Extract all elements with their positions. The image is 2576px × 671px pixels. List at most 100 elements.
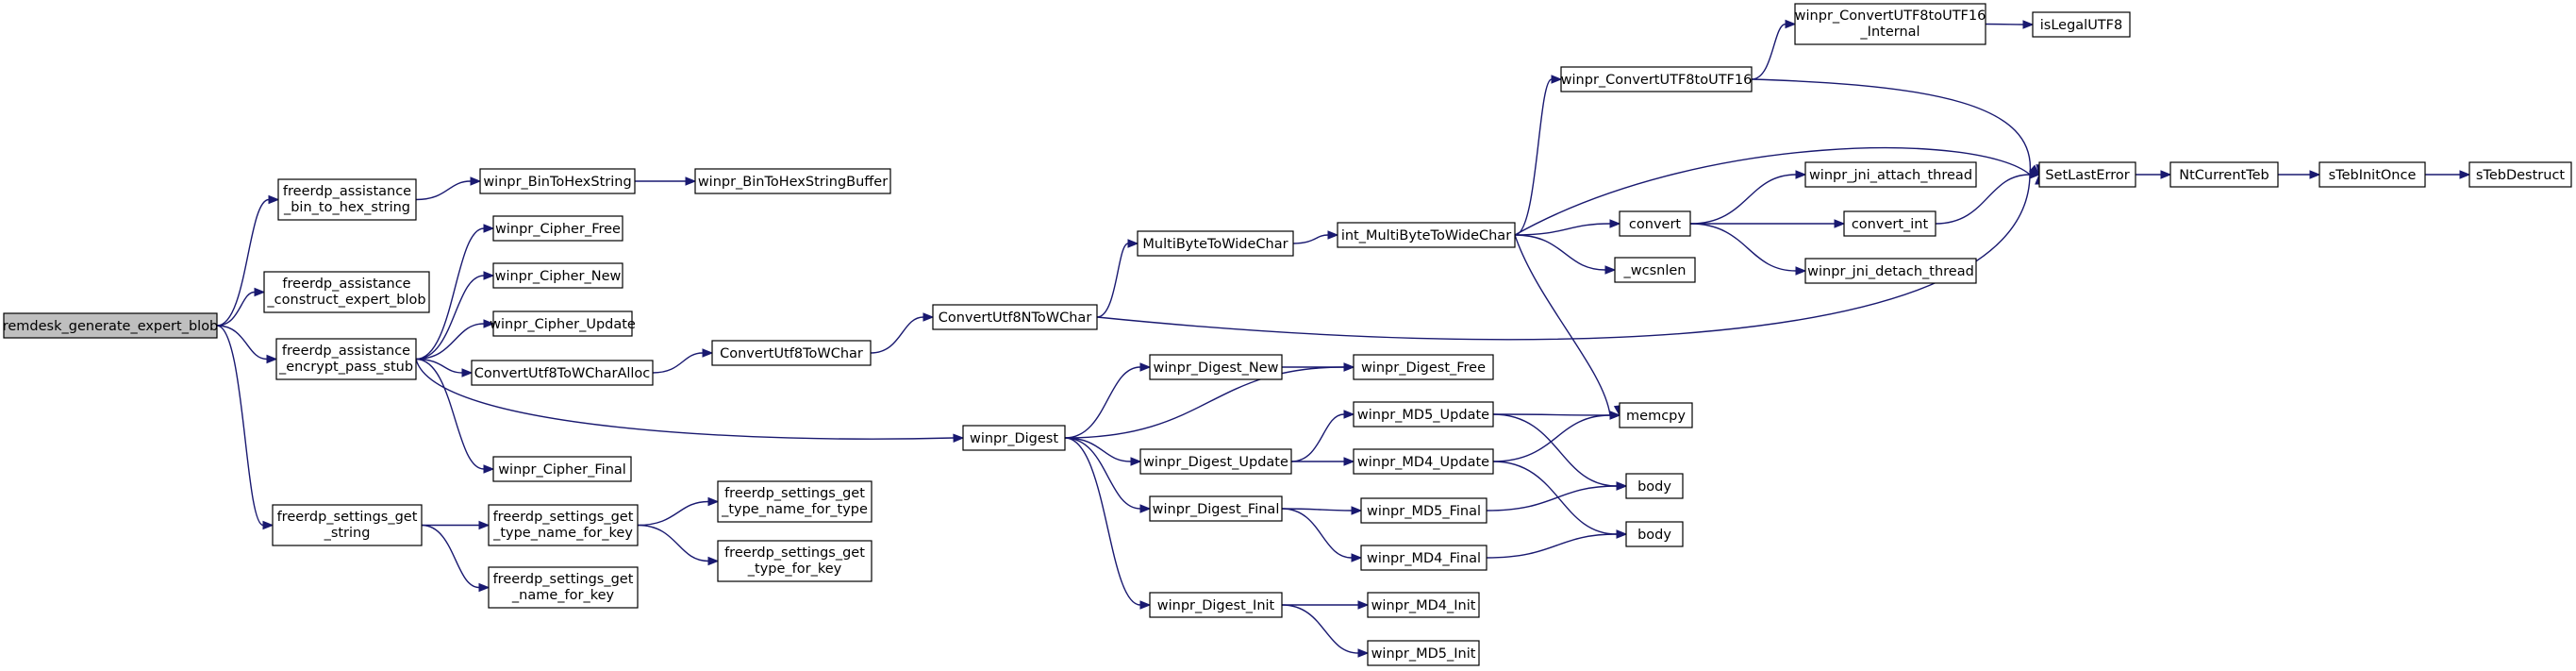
edge-line (415, 359, 955, 440)
node-label: _string (324, 526, 371, 541)
edge-arrowhead (1785, 19, 1797, 29)
node-digest-free[interactable]: winpr_Digest_Free (1353, 354, 1494, 380)
node-label: winpr_ConvertUTF8toUTF16 (1795, 8, 1986, 24)
edge-digest-init-to-md5-init (1281, 604, 1370, 658)
edge-int-mb2wc-to-memcpy (1514, 234, 1623, 417)
node-get-type-key[interactable]: freerdp_settings_get_type_for_key (717, 540, 873, 582)
node-body2[interactable]: body (1625, 521, 1684, 547)
node-encrypt[interactable]: freerdp_assistance_encrypt_pass_stub (275, 338, 417, 380)
node-jni-attach[interactable]: winpr_jni_attach_thread (1804, 161, 1977, 188)
node-box (1625, 473, 1684, 499)
node-box (962, 425, 1066, 451)
node-box (1367, 640, 1480, 666)
node-get-type-name-type[interactable]: freerdp_settings_get_type_name_for_type (717, 480, 873, 523)
node-label: winpr_Digest_Init (1157, 598, 1275, 613)
node-cipher-free[interactable]: winpr_Cipher_Free (492, 215, 623, 242)
node-label: ConvertUtf8NToWChar (939, 310, 1092, 326)
node-bintohexbuf[interactable]: winpr_BinToHexStringBuffer (694, 168, 891, 194)
node-md4-update[interactable]: winpr_MD4_Update (1353, 448, 1494, 475)
node-settings-get-string[interactable]: freerdp_settings_get_string (272, 504, 423, 546)
node-md5-final[interactable]: winpr_MD5_Final (1360, 497, 1487, 524)
node-cipher-update[interactable]: winpr_Cipher_Update (490, 310, 636, 337)
node-digest-update[interactable]: winpr_Digest_Update (1139, 448, 1292, 475)
node-box (717, 480, 873, 523)
node-cu8[interactable]: ConvertUtf8ToWChar (711, 340, 872, 366)
node-label: winpr_MD5_Update (1357, 408, 1489, 423)
node-label: freerdp_settings_get (493, 510, 634, 525)
node-ntcurrentteb[interactable]: NtCurrentTeb (2169, 161, 2279, 188)
node-memcpy[interactable]: memcpy (1619, 402, 1693, 428)
node-box (479, 168, 636, 194)
node-setlasterror[interactable]: SetLastError (2038, 161, 2136, 188)
node-convert[interactable]: convert (1619, 210, 1691, 237)
node-construct[interactable]: freerdp_assistance_construct_expert_blob (263, 271, 430, 313)
node-get-name-key[interactable]: freerdp_settings_get_name_for_key (488, 566, 639, 609)
node-mb2wc[interactable]: MultiByteToWideChar (1137, 230, 1294, 257)
node-label: body (1637, 528, 1671, 543)
node-wcsnlen[interactable]: _wcsnlen (1614, 257, 1696, 283)
edge-line (415, 275, 485, 361)
node-label: ConvertUtf8ToWCharAlloc (474, 366, 651, 381)
node-get-type-name-key[interactable]: freerdp_settings_get_type_name_for_key (488, 504, 639, 546)
node-md5-init[interactable]: winpr_MD5_Init (1367, 640, 1480, 666)
node-steb-destruct[interactable]: sTebDestruct (2468, 161, 2572, 188)
node-md5-update[interactable]: winpr_MD5_Update (1353, 401, 1494, 428)
node-int-mb2wc[interactable]: int_MultiByteToWideChar (1337, 222, 1516, 248)
edge-root-to-settings-get-string (216, 325, 274, 530)
node-cu8to16[interactable]: winpr_ConvertUTF8toUTF16 (1560, 66, 1753, 92)
edge-line (1486, 485, 1618, 512)
edge-line (1064, 366, 1345, 439)
node-label: memcpy (1626, 409, 1686, 424)
node-digest-new[interactable]: winpr_Digest_New (1149, 354, 1283, 380)
node-label: freerdp_settings_get (493, 572, 634, 587)
node-box (1625, 521, 1684, 547)
node-label: _encrypt_pass_stub (278, 360, 413, 375)
node-cipher-new[interactable]: winpr_Cipher_New (492, 262, 623, 289)
edge-get-type-name-key-to-get-type-key (637, 524, 720, 566)
node-box (1804, 161, 1977, 188)
node-cipher-final[interactable]: winpr_Cipher_Final (492, 456, 632, 482)
edge-line (1292, 234, 1329, 244)
node-digest-init[interactable]: winpr_Digest_Init (1149, 592, 1283, 618)
node-label: winpr_Digest (970, 431, 1058, 446)
edge-md4-update-to-body2 (1492, 461, 1628, 539)
node-md4-init[interactable]: winpr_MD4_Init (1367, 592, 1480, 618)
edge-arrowhead (1616, 529, 1628, 539)
edge-arrowhead (1604, 265, 1617, 275)
node-cu8n[interactable]: ConvertUtf8NToWChar (932, 304, 1098, 330)
edge-encrypt-to-cipher-new (415, 271, 495, 361)
node-bintohex[interactable]: winpr_BinToHexString (479, 168, 636, 194)
node-box (492, 456, 632, 482)
node-label: _construct_expert_blob (266, 293, 425, 308)
node-steb-init[interactable]: sTebInitOnce (2318, 161, 2426, 188)
node-islegal[interactable]: isLegalUTF8 (2032, 11, 2131, 38)
node-cu8alloc[interactable]: ConvertUtf8ToWCharAlloc (471, 360, 654, 386)
edge-encrypt-to-digest (415, 359, 965, 444)
node-md4-final[interactable]: winpr_MD4_Final (1360, 545, 1487, 571)
edge-setlasterror-to-ntcurrentteb (2135, 170, 2172, 179)
edge-int-mb2wc-to-cu8to16 (1514, 75, 1563, 236)
node-label: winpr_Cipher_New (495, 269, 622, 284)
node-box (1367, 592, 1480, 618)
edges-layer (216, 19, 2471, 658)
node-box (1360, 497, 1487, 524)
edge-get-type-name-key-to-get-type-name-type (637, 496, 720, 527)
node-box (1337, 222, 1516, 248)
edge-line (415, 227, 485, 361)
edge-arrowhead (478, 520, 490, 530)
node-convert-int[interactable]: convert_int (1843, 210, 1936, 237)
node-cu8to16i[interactable]: winpr_ConvertUTF8toUTF16_Internal (1794, 3, 1986, 45)
node-body1[interactable]: body (1625, 473, 1684, 499)
node-digest-final[interactable]: winpr_Digest_Final (1149, 495, 1283, 522)
node-bin2hex[interactable]: freerdp_assistance_bin_to_hex_string (277, 178, 417, 221)
node-digest[interactable]: winpr_Digest (962, 425, 1066, 451)
node-jni-detach[interactable]: winpr_jni_detach_thread (1804, 258, 1977, 284)
edge-arrowhead (1343, 362, 1355, 372)
edge-md5-final-to-body1 (1486, 481, 1628, 512)
node-label: ConvertUtf8ToWChar (720, 346, 863, 361)
edge-line (1281, 604, 1359, 654)
edge-root-to-encrypt (216, 325, 278, 364)
node-root[interactable]: remdesk_generate_expert_blob (3, 312, 219, 339)
edge-line (1689, 174, 1797, 225)
node-label: winpr_Cipher_Free (495, 222, 621, 237)
